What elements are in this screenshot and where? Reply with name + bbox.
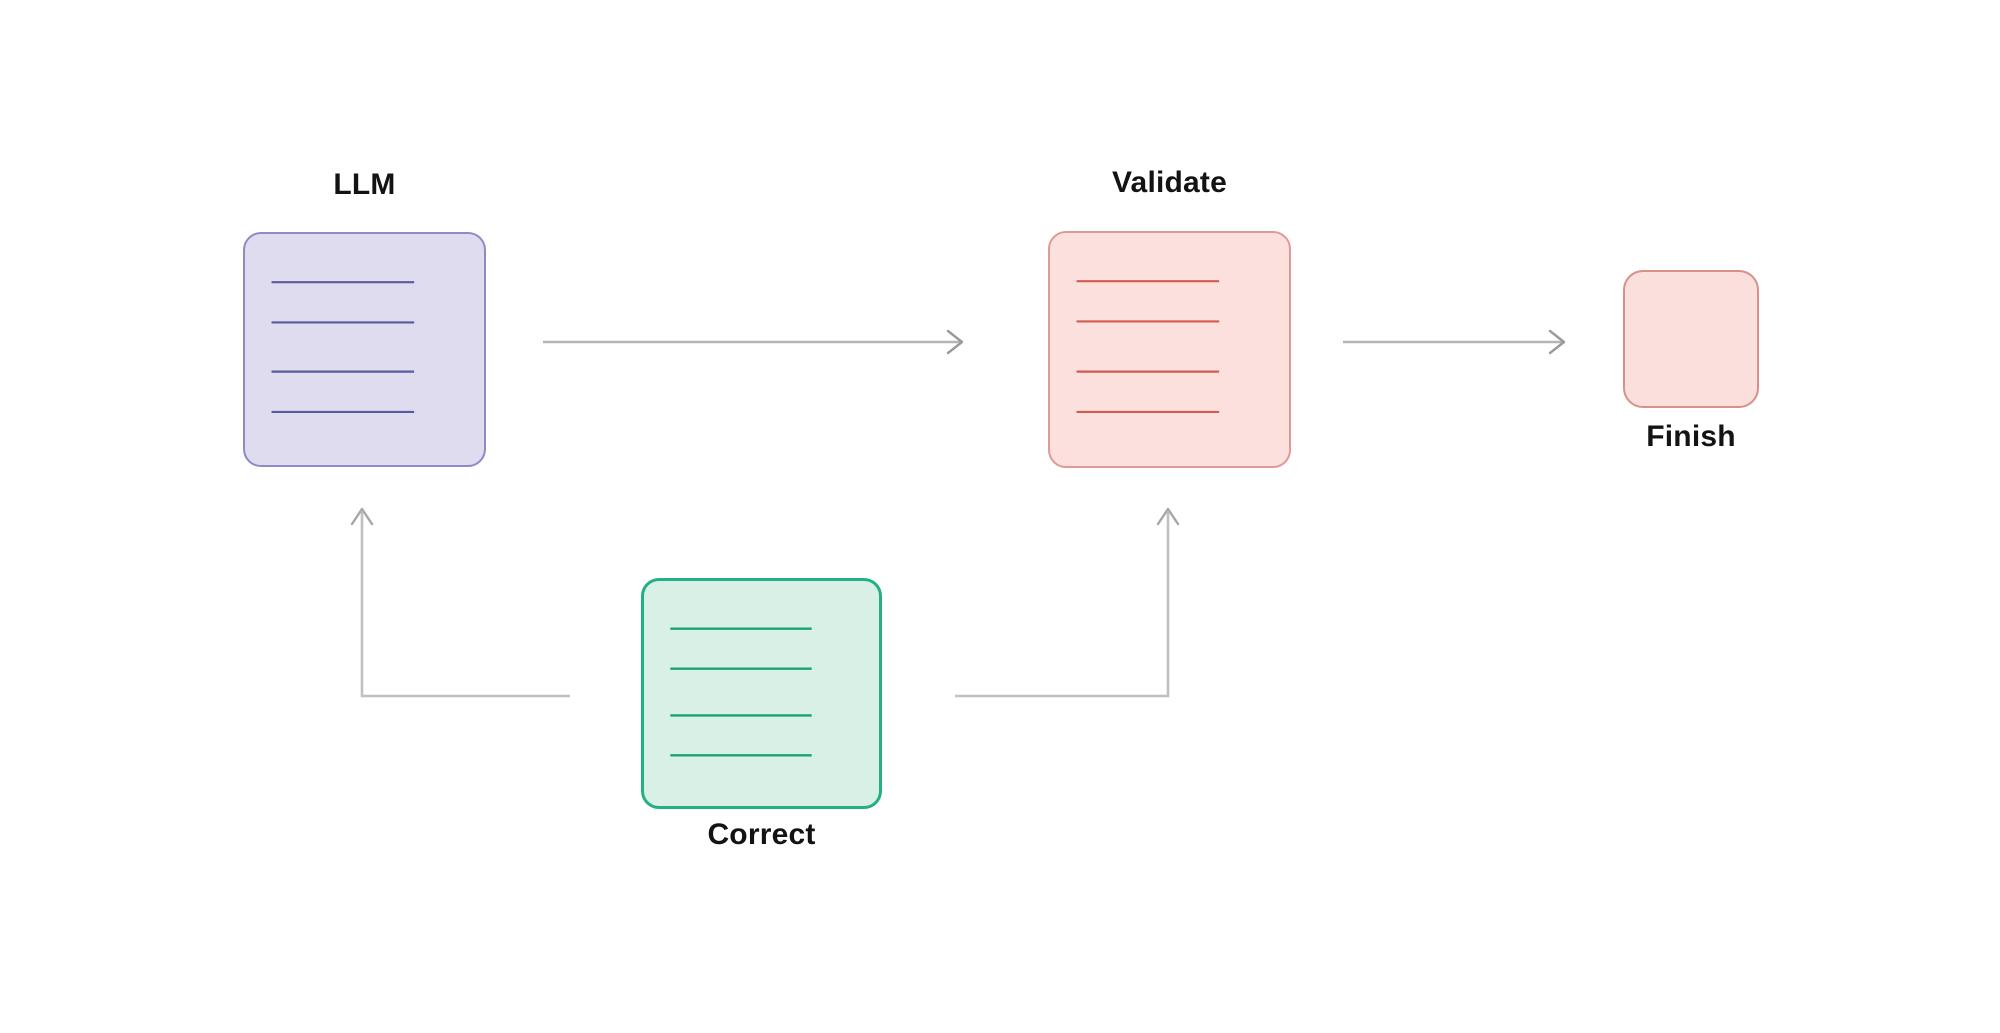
connector-line [955, 512, 1170, 698]
document-lines-icon [1076, 280, 1220, 414]
node-llm[interactable]: LLM [243, 168, 486, 467]
document-lines-icon [670, 627, 812, 757]
document-lines-icon [271, 281, 415, 414]
node-finish-box[interactable] [1623, 270, 1759, 408]
arrowhead-icon [1156, 507, 1180, 526]
node-llm-box[interactable] [243, 232, 486, 467]
node-correct-box[interactable] [641, 578, 882, 809]
node-llm-label: LLM [333, 168, 396, 201]
node-correct-label: Correct [707, 818, 816, 851]
connector-line [360, 512, 570, 698]
node-validate-label: Validate [1112, 166, 1227, 199]
node-validate-box[interactable] [1048, 231, 1291, 468]
node-validate[interactable]: Validate [1048, 166, 1291, 468]
connector-correct-to-llm [350, 507, 570, 698]
node-finish-label: Finish [1646, 420, 1736, 453]
arrowhead-icon [946, 329, 964, 355]
connector-llm-to-validate [543, 329, 964, 355]
node-correct[interactable]: Correct [641, 578, 882, 851]
node-finish[interactable]: Finish [1623, 270, 1759, 453]
arrowhead-icon [350, 507, 374, 526]
arrowhead-icon [1548, 329, 1566, 355]
connector-correct-to-validate [955, 507, 1180, 698]
connector-validate-to-finish [1343, 329, 1566, 355]
